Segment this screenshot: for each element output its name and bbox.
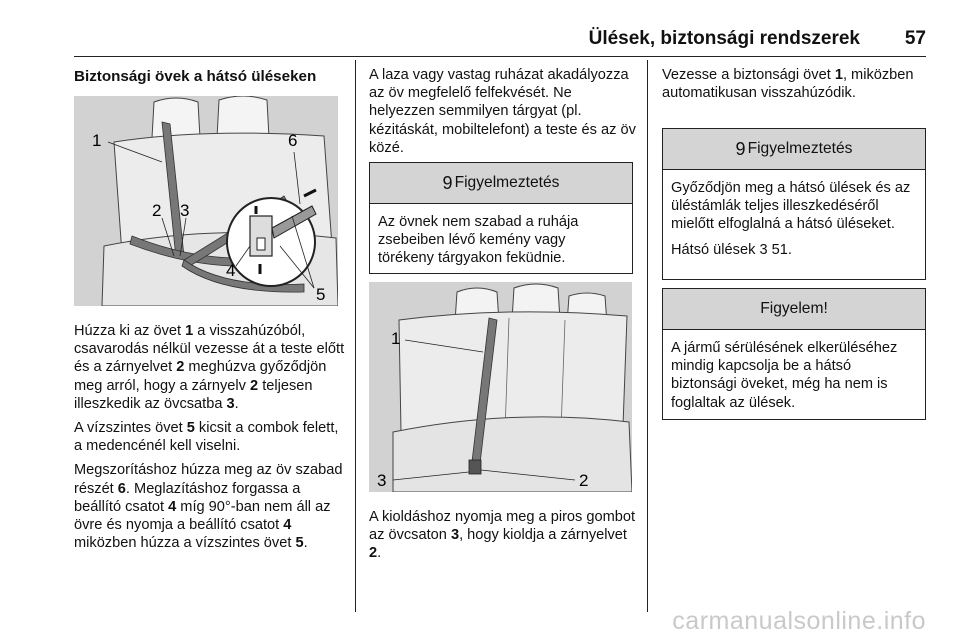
warning-box: 9 Figyelmeztetés Az övnek nem szabad a r… [369,162,633,274]
paragraph: A laza vagy vastag ruházat akadályozza a… [369,67,636,156]
warning-header: 9 Figyelmeztetés [370,163,632,204]
paragraph: Vezesse a biztonsági övet 1, miközben au… [662,67,914,102]
warning-text: Az övnek nem szabad a ruhája zsebeiben l… [378,214,579,267]
column-3: Vezesse a biztonsági övet 1, miközben au… [662,66,930,108]
column-divider [355,60,356,612]
warning-text: Győződjön meg a hátsó ülések és az ülést… [671,180,911,233]
figure-callout: 4 [226,261,235,280]
paragraph: A vízszintes övet 5 kicsit a combok fele… [74,420,339,455]
section-heading: Biztonsági övek a hátsó üléseken [74,68,317,85]
notice-text: A jármű sérülésének elkerüléséhez mindig… [671,340,898,411]
notice-box: Figyelem! A jármű sérülésének elkerülésé… [662,288,926,420]
column-2: A laza vagy vastag ruházat akadályozza a… [369,66,637,163]
figure-callout: 6 [288,131,297,150]
notice-header: Figyelem! [663,289,925,330]
warning-box: 9 Figyelmeztetés Győződjön meg a hátsó ü… [662,128,926,280]
warning-icon: 9 [442,172,453,193]
warning-body: Győződjön meg a hátsó ülések és az ülést… [663,170,925,274]
column-2-text: A kioldáshoz nyomja meg a piros gombot a… [369,508,637,569]
page-title: Ülések, biztonsági rendszerek [588,28,860,49]
warning-title: Figyelmeztetés [747,140,853,157]
reference-arrow-icon: 3 [759,241,768,258]
notice-title: Figyelem! [760,300,828,317]
notice-body: A jármű sérülésének elkerüléséhez mindig… [663,330,925,427]
rear-seat-buckle-illustration: 1 2 3 [369,282,632,492]
column-divider [647,60,648,612]
paragraph: A kioldáshoz nyomja meg a piros gombot a… [369,509,636,562]
figure-callout: 2 [579,471,588,490]
figure-callout: 1 [391,329,400,348]
watermark: carmanualsonline.info [672,607,926,635]
figure-callout: 5 [316,285,325,304]
warning-body: Az övnek nem szabad a ruhája zsebeiben l… [370,204,632,283]
page-header: Ülések, biztonsági rendszerek 57 [74,24,926,57]
warning-header: 9 Figyelmeztetés [663,129,925,170]
column-1: Biztonsági övek a hátsó üléseken [74,62,346,86]
paragraph: Húzza ki az övet 1 a visszahúzóból, csav… [74,323,345,412]
warning-title: Figyelmeztetés [454,174,560,191]
figure-callout: 2 [152,201,161,220]
header-rule [74,56,926,57]
paragraph: Megszorításhoz húzza meg az öv szabad ré… [74,462,343,552]
figure-callout: 1 [92,131,101,150]
warning-icon: 9 [735,138,746,159]
cross-reference: Hátsó ülések 3 51. [671,241,792,258]
column-1-text: Húzza ki az övet 1 a visszahúzóból, csav… [74,322,346,558]
figure-callout: 3 [377,471,386,490]
rear-seatbelt-adjuster-illustration: 1 2 3 4 5 6 [74,96,338,306]
figure-callout: 3 [180,201,189,220]
page-number: 57 [904,28,926,49]
